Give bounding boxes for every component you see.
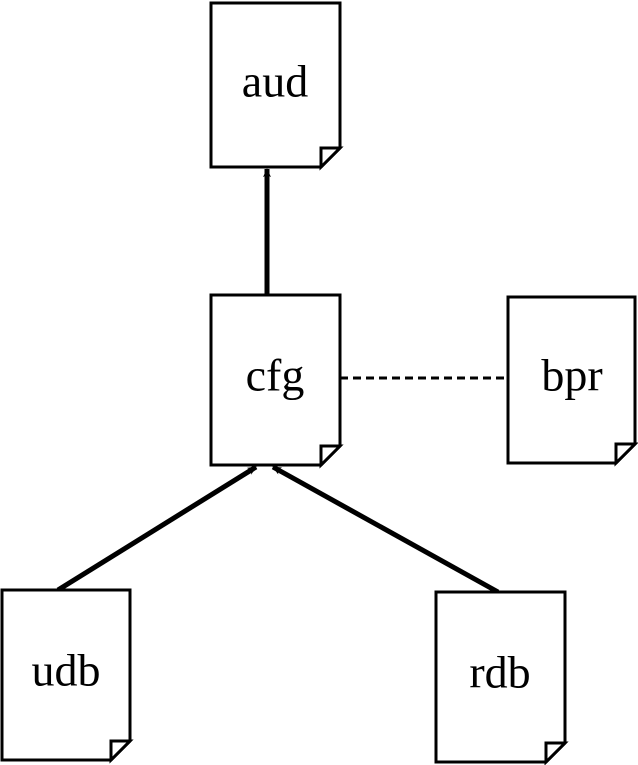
node-cfg-fold-icon bbox=[319, 444, 344, 469]
node-udb-fold-icon bbox=[109, 739, 134, 764]
node-aud[interactable]: aud bbox=[209, 1, 344, 171]
edge-udb-to-cfg bbox=[56, 464, 258, 593]
node-udb-label: udb bbox=[32, 645, 101, 696]
node-aud-fold-icon bbox=[319, 146, 344, 171]
node-bpr-fold-icon bbox=[614, 442, 638, 467]
edge-rdb-to-cfg bbox=[271, 464, 500, 595]
node-aud-label: aud bbox=[242, 56, 308, 107]
node-rdb-label: rdb bbox=[469, 647, 530, 698]
node-bpr-label: bpr bbox=[541, 350, 602, 401]
node-bpr[interactable]: bpr bbox=[506, 295, 638, 467]
node-rdb-fold-icon bbox=[544, 741, 569, 765]
node-rdb[interactable]: rdb bbox=[434, 590, 569, 765]
node-udb[interactable]: udb bbox=[0, 588, 134, 764]
node-cfg[interactable]: cfg bbox=[209, 293, 344, 469]
node-cfg-label: cfg bbox=[246, 350, 305, 401]
edge-layer bbox=[56, 168, 508, 595]
